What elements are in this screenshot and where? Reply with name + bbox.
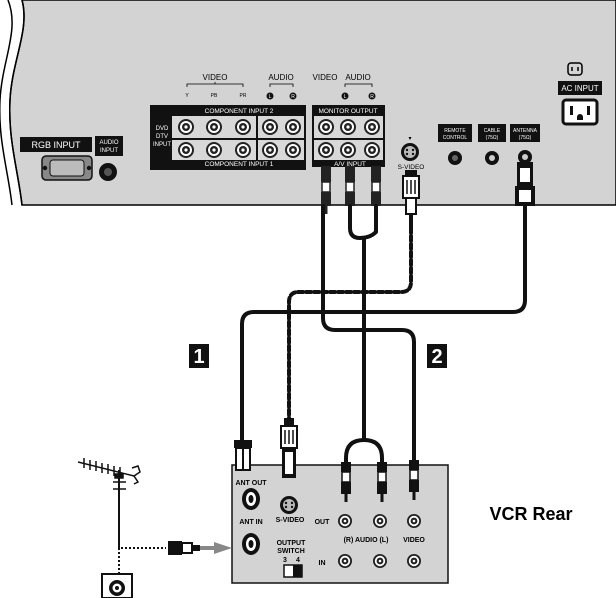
cables [240, 204, 527, 467]
rgb-input-label: RGB INPUT [31, 140, 81, 150]
av-audio-r-jack [364, 142, 380, 158]
vcr-ant-in-label: ANT IN [239, 519, 262, 526]
svg-text:▾: ▾ [408, 136, 411, 142]
vcr-in-label: IN [319, 560, 326, 567]
svg-text:(75Ω): (75Ω) [519, 135, 532, 141]
svg-text:INPUT: INPUT [153, 142, 171, 148]
vcr-video-plug [409, 460, 419, 500]
monitor-video-jack [318, 119, 334, 135]
component2-audio-l-jack [262, 119, 278, 135]
svg-text:CABLE: CABLE [484, 128, 501, 134]
svg-text:3: 3 [283, 557, 287, 564]
svg-text:2: 2 [431, 346, 442, 368]
coax-adapter-plug [168, 541, 232, 555]
tv-s-video-plug [402, 170, 420, 228]
rgb-input-port: RGB INPUT [20, 137, 93, 181]
outdoor-antenna-icon [77, 458, 141, 548]
wall-jack-icon [101, 573, 133, 598]
svg-text:R: R [370, 94, 374, 100]
vcr-audio-label: (R) AUDIO (L) [344, 537, 389, 544]
svg-text:REMOTE: REMOTE [444, 128, 466, 134]
vcr-ant-in-jack [242, 533, 260, 555]
svg-text:SWITCH: SWITCH [277, 548, 305, 555]
tv-antenna-plug [515, 162, 535, 206]
svg-text:1: 1 [193, 346, 204, 368]
vcr-ant-out-label: ANT OUT [235, 480, 267, 487]
component1-audio-l-jack [262, 142, 278, 158]
av-audio-l-jack [340, 142, 356, 158]
step-2-marker: 2 [427, 344, 447, 368]
svg-text:AUDIO: AUDIO [99, 140, 118, 146]
svg-text:OUTPUT: OUTPUT [277, 540, 307, 547]
vcr-out-video-jack [407, 514, 421, 528]
vcr-out-audio-r-jack [338, 514, 352, 528]
monitor-audio-r-jack [364, 119, 380, 135]
vcr-in-audio-l-jack [373, 554, 387, 568]
cable-port: CABLE (75Ω) [478, 124, 506, 165]
vcr-out-audio-l-jack [373, 514, 387, 528]
svg-text:PR: PR [240, 93, 247, 99]
svg-text:INPUT: INPUT [100, 148, 118, 154]
component-input-panel: DVD DTV INPUT COMPONENT INPUT 2 COMPONEN… [150, 105, 306, 170]
monitor-output-label: MONITOR OUTPUT [318, 108, 377, 115]
vcr-audio-r-plug [341, 462, 351, 502]
svg-text:L: L [269, 94, 272, 100]
svg-text:DTV: DTV [156, 134, 168, 140]
component-input-2-label: COMPONENT INPUT 2 [205, 108, 274, 115]
svg-text:L: L [344, 94, 347, 100]
svg-text:CONTROL: CONTROL [443, 135, 468, 141]
component-input-1-label: COMPONENT INPUT 1 [205, 161, 274, 168]
vcr-rear-title: VCR Rear [489, 504, 572, 524]
monitor-av-panel: VIDEO AUDIO L R MONITOR OUTPUT A/V INPUT [312, 73, 385, 168]
svg-text:4: 4 [296, 557, 300, 564]
component2-pr-jack [235, 119, 251, 135]
svg-text:R: R [291, 94, 295, 100]
step-1-marker: 1 [189, 344, 209, 368]
svg-text:DVD: DVD [156, 126, 169, 132]
component1-y-jack [178, 142, 194, 158]
audio-input-port: AUDIO INPUT [95, 136, 123, 181]
remote-control-port: REMOTE CONTROL [438, 124, 472, 165]
component1-pb-jack [206, 142, 222, 158]
svg-text:AUDIO: AUDIO [268, 73, 293, 82]
component1-audio-r-jack [285, 142, 301, 158]
vcr-audio-l-plug [377, 462, 387, 502]
vcr-in-audio-r-jack [338, 554, 352, 568]
component2-audio-r-jack [285, 119, 301, 135]
av-video-jack [318, 142, 334, 158]
svg-text:AUDIO: AUDIO [345, 73, 370, 82]
vcr-s-video-jack [280, 496, 298, 514]
vcr-in-video-jack [407, 554, 421, 568]
svg-text:Y: Y [185, 93, 189, 99]
component2-pb-jack [206, 119, 222, 135]
monitor-audio-l-jack [340, 119, 356, 135]
svg-text:(75Ω): (75Ω) [486, 135, 499, 141]
vcr-ant-out-plug [234, 440, 252, 471]
av-input-label: A/V INPUT [334, 161, 366, 168]
ac-input-port: AC INPUT [558, 62, 602, 126]
component2-y-jack [178, 119, 194, 135]
component-header-labels: VIDEO Y PB PR AUDIO L R [185, 73, 297, 100]
svg-text:VIDEO: VIDEO [203, 73, 228, 82]
vcr-video-label: VIDEO [403, 537, 425, 544]
component1-pr-jack [235, 142, 251, 158]
vcr-ant-out-jack [242, 488, 260, 510]
tv-s-video-port: ▾ S-VIDEO [398, 136, 425, 171]
vcr-out-label: OUT [315, 519, 331, 526]
vcr-s-video-plug [280, 418, 298, 478]
vcr-s-video-label: S-VIDEO [276, 517, 305, 524]
svg-text:PB: PB [211, 93, 218, 99]
svg-text:S-VIDEO: S-VIDEO [398, 164, 425, 171]
svg-text:VIDEO: VIDEO [313, 73, 338, 82]
vcr-output-switch[interactable] [283, 564, 303, 578]
svg-text:ANTENNA: ANTENNA [513, 128, 538, 134]
svg-text:AC INPUT: AC INPUT [561, 84, 598, 93]
antenna-port: ANTENNA (75Ω) [510, 124, 540, 164]
